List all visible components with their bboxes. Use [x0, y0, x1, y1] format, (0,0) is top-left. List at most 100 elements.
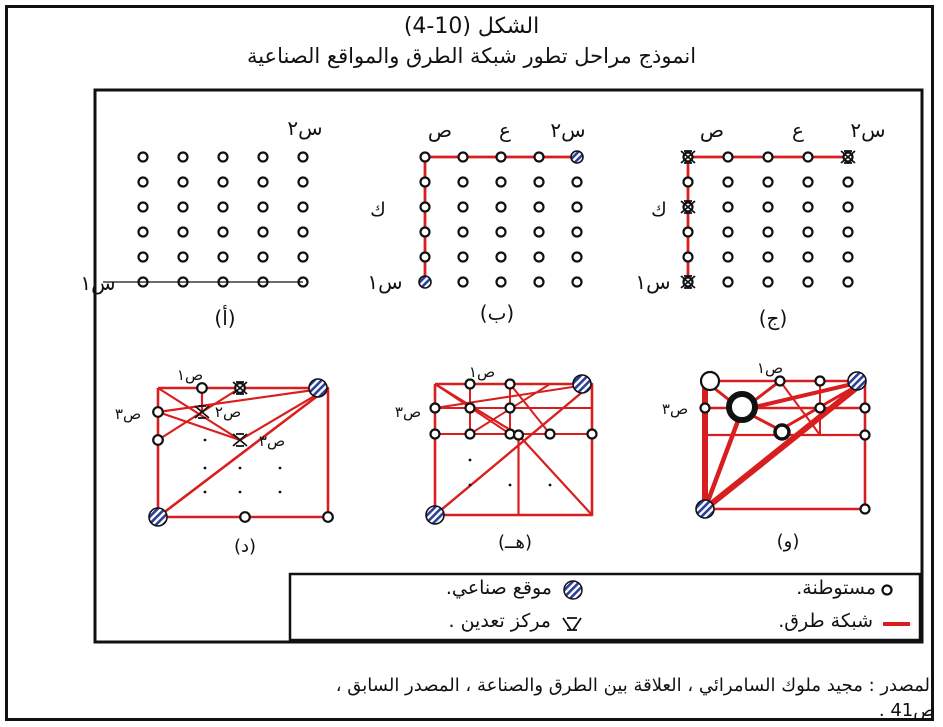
- label-s1: س١: [367, 270, 402, 294]
- settlement-dot: [322, 511, 334, 523]
- label-kaf: ك: [370, 199, 386, 221]
- settlement-dot: [464, 378, 476, 390]
- settlement-dot: [137, 251, 149, 263]
- road-segment: [239, 387, 329, 441]
- settlement-dot: [859, 402, 871, 414]
- settlement-dot: [512, 429, 525, 441]
- road-segment: [517, 434, 593, 516]
- settlement-dot: [457, 226, 469, 238]
- settlement-dot: [495, 201, 507, 213]
- settlement-dot: [177, 201, 189, 213]
- settlement-dot: [533, 251, 545, 263]
- settlement-dot: [137, 151, 149, 163]
- settlement-dot: [859, 503, 871, 515]
- caption-f: (و): [777, 531, 800, 552]
- settlement-dot: [257, 151, 269, 163]
- settlement-dot: [419, 201, 431, 213]
- settlement-dot: [297, 151, 309, 163]
- settlement-dot: [464, 428, 476, 440]
- settlement-dot: [177, 176, 189, 188]
- settlement-dot: [177, 251, 189, 263]
- settlement-dot: [762, 151, 774, 163]
- label-sad: ص: [428, 118, 452, 142]
- settlement-dot: [419, 151, 431, 163]
- settlement-dot: [533, 151, 545, 163]
- legend-mining-icon: [562, 617, 582, 631]
- settlement-dot: [495, 276, 507, 288]
- industrial-site: [418, 275, 432, 289]
- settlement-dot: [495, 176, 507, 188]
- road-segment: [779, 380, 821, 436]
- label-p2: ص٢: [215, 403, 241, 421]
- minor-point: [468, 483, 472, 487]
- legend-settlement-icon: [881, 584, 893, 596]
- settlement-dot: [802, 276, 814, 288]
- settlement-dot: [196, 382, 208, 394]
- settlement-dot: [429, 428, 441, 440]
- road-segment: [686, 155, 848, 282]
- settlement-dot: [571, 251, 583, 263]
- settlement-dot: [457, 276, 469, 288]
- mining-center: [232, 433, 248, 447]
- settlement-dot: [504, 378, 516, 390]
- mining-center: [194, 405, 210, 419]
- settlement-dot: [699, 402, 711, 414]
- mining-center: [232, 381, 248, 395]
- minor-point: [278, 490, 282, 494]
- label-s1: س١: [635, 270, 670, 294]
- settlement-dot: [152, 434, 164, 446]
- label-p3: ص٣: [395, 403, 421, 421]
- settlement-dot: [533, 226, 545, 238]
- settlement-dot: [722, 151, 734, 163]
- settlement-dot: [842, 201, 854, 213]
- settlement-dot: [257, 226, 269, 238]
- settlement-dot: [544, 428, 556, 440]
- caption-d: (د): [234, 536, 256, 557]
- settlement-dot: [762, 276, 774, 288]
- settlement-dot: [533, 176, 545, 188]
- figure-number: الشكل (10-4): [403, 14, 540, 39]
- settlement-dot: [682, 226, 694, 238]
- settlement-dot: [297, 251, 309, 263]
- label-kaf: ك: [651, 199, 667, 221]
- caption-b: (ب): [480, 301, 514, 325]
- settlement-dot: [257, 176, 269, 188]
- legend-industrial-label: موقع صناعي.: [445, 577, 552, 599]
- settlement-dot: [297, 226, 309, 238]
- settlement-dot: [297, 176, 309, 188]
- settlement-dot: [217, 201, 229, 213]
- settlement-dot: [802, 226, 814, 238]
- label-s2: س٢: [550, 118, 585, 142]
- settlement-dot: [842, 226, 854, 238]
- settlement-dot: [842, 176, 854, 188]
- settlement-dot: [571, 201, 583, 213]
- settlement-dot: [842, 276, 854, 288]
- mining-center: [680, 150, 696, 164]
- minor-point: [548, 483, 552, 487]
- settlement-dot: [297, 201, 309, 213]
- label-p1: ص١: [177, 366, 203, 384]
- settlement-dot: [419, 251, 431, 263]
- settlement-dot: [495, 226, 507, 238]
- settlement-dot: [177, 151, 189, 163]
- road-segment: [157, 386, 329, 414]
- settlement-dot: [419, 176, 431, 188]
- industrial-site: [847, 371, 867, 391]
- settlement-dot: [722, 251, 734, 263]
- legend-industrial-icon: [563, 580, 583, 600]
- minor-point: [238, 466, 242, 470]
- settlement-dot: [429, 402, 441, 414]
- source-line-1: المصدر : مجيد ملوك السامرائي ، العلاقة ب…: [335, 675, 935, 696]
- settlement-dot: [762, 176, 774, 188]
- road-segment: [157, 386, 329, 519]
- settlement-dot: [495, 151, 507, 163]
- legend-mining-label: مركز تعدين .: [448, 610, 552, 632]
- settlement-dot: [682, 251, 694, 263]
- road-segment: [509, 383, 551, 435]
- settlement-dot: [762, 201, 774, 213]
- settlement-dot: [137, 176, 149, 188]
